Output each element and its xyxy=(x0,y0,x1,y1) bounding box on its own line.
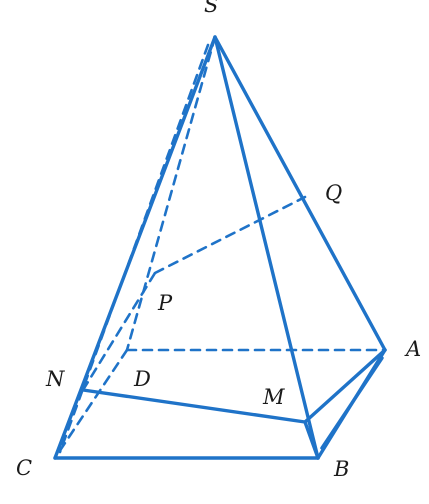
edge-SD xyxy=(125,35,217,352)
edge-PQ xyxy=(153,195,307,275)
edge-NM xyxy=(81,388,307,424)
edge-NP xyxy=(81,271,157,392)
edge-SA xyxy=(213,35,387,352)
label-N: N xyxy=(45,367,65,391)
label-S: S xyxy=(204,0,218,17)
label-Q: Q xyxy=(325,181,342,205)
edge-M-to-B xyxy=(303,420,320,460)
label-M: M xyxy=(262,385,285,409)
edge-B-to-A-inner xyxy=(320,356,384,450)
edge-MA xyxy=(303,348,387,424)
visible-edges xyxy=(53,35,387,460)
edge-SB xyxy=(213,35,320,460)
label-B: B xyxy=(333,457,349,481)
label-P: P xyxy=(157,291,173,315)
label-A: A xyxy=(404,337,421,361)
label-C: C xyxy=(16,456,32,480)
label-D: D xyxy=(133,367,151,391)
edge-DC xyxy=(53,348,129,460)
edge-SC xyxy=(53,35,217,460)
point-labels: S Q P A N D M C B xyxy=(16,0,421,481)
